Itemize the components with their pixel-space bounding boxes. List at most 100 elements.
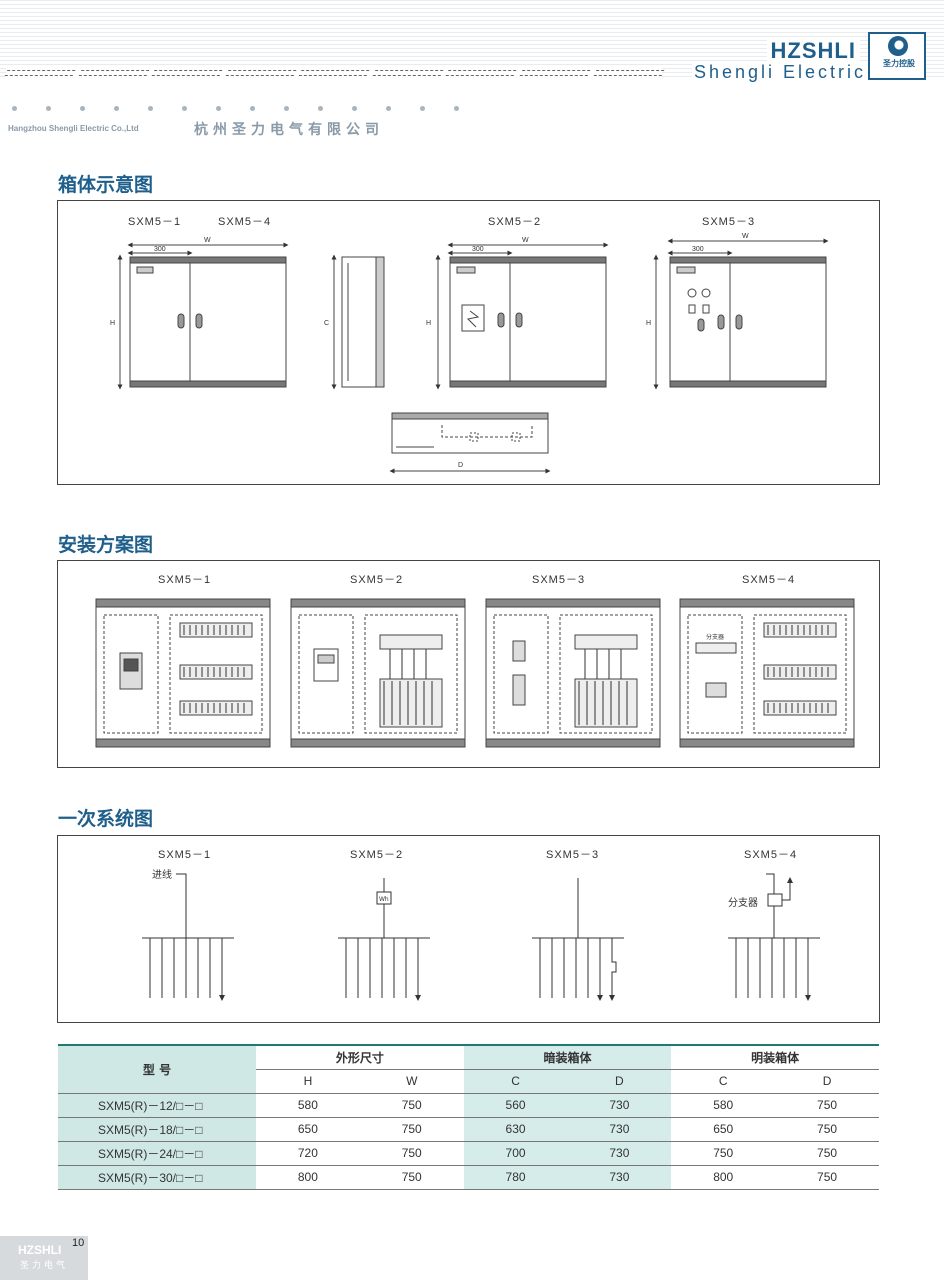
table-cell: 720 [256, 1141, 360, 1166]
brand-name: HZSHLI [766, 38, 860, 64]
dim-h-b: H [426, 320, 431, 327]
installation-diagram-panel: SXM5－1 SXM5－2 SXM5－3 SXM5－4 [57, 560, 880, 768]
table-cell: 650 [671, 1117, 776, 1142]
section-title-installation: 安装方案图 [58, 534, 154, 556]
system-label-sxm5-4: SXM5－4 [744, 849, 797, 861]
enclosure-diagram-panel: SXM5－1 SXM5－4 SXM5－2 SXM5－3 W 300 H C [57, 200, 880, 485]
install-splitter-label: 分支器 [706, 633, 724, 641]
table-cell: 750 [359, 1141, 464, 1166]
table-cell: 650 [256, 1117, 360, 1142]
label-sxm5-4: SXM5－4 [218, 216, 271, 228]
table-cell: 750 [775, 1117, 879, 1142]
single-line-sxm5-2 [338, 878, 430, 998]
dim-c: C [324, 320, 329, 327]
table-header-flush: 暗装箱体 [463, 1044, 672, 1070]
table-cell: 800 [671, 1165, 776, 1190]
section-title-enclosure: 箱体示意图 [58, 174, 154, 196]
table-cell: 750 [359, 1093, 464, 1118]
logo-mark-icon [888, 36, 908, 56]
system-splitter-label: 分支器 [728, 897, 758, 909]
table-cell: 750 [359, 1165, 464, 1190]
table-cell: 580 [671, 1093, 776, 1118]
dim-d: D [458, 462, 463, 469]
table-row: SXM5(R)－30/□－□ 800 750 780 730 800 750 [58, 1165, 879, 1190]
table-cell: 730 [567, 1165, 672, 1190]
header-dash-pattern [4, 68, 664, 78]
install-layout-sxm5-4 [679, 598, 855, 748]
table-row: SXM5(R)－24/□－□ 720 750 700 730 750 750 [58, 1141, 879, 1166]
table-cell: 630 [463, 1117, 568, 1142]
table-cell: 750 [359, 1117, 464, 1142]
dim-h-c: H [646, 320, 651, 327]
page-number: 10 [72, 1237, 85, 1249]
enclosure-diagram: SXM5－1 SXM5－4 SXM5－2 SXM5－3 W 300 H C [110, 216, 829, 474]
table-subheader: H [256, 1069, 360, 1094]
table-cell: 750 [775, 1093, 879, 1118]
table-cell: 750 [671, 1141, 776, 1166]
table-row: SXM5(R)－18/□－□ 650 750 630 730 650 750 [58, 1117, 879, 1142]
header-dots [12, 106, 459, 111]
table-cell: 730 [567, 1117, 672, 1142]
table-cell-model: SXM5(R)－18/□－□ [58, 1117, 256, 1142]
incoming-line-label: 进线 [152, 868, 172, 881]
install-layout-sxm5-2 [290, 598, 466, 748]
cabinet-side-view [331, 254, 385, 390]
install-label-sxm5-1: SXM5－1 [158, 574, 211, 586]
dim-w-b: W [522, 237, 529, 244]
install-label-sxm5-3: SXM5－3 [532, 574, 585, 586]
single-line-sxm5-3 [532, 878, 624, 998]
cabinet-front-sxm5-1 [117, 242, 289, 390]
table-cell-model: SXM5(R)－30/□－□ [58, 1165, 256, 1190]
install-label-sxm5-2: SXM5－2 [350, 574, 403, 586]
footer-brand: HZSHLI [18, 1243, 62, 1257]
label-sxm5-3: SXM5－3 [702, 216, 755, 228]
table-cell: 750 [775, 1165, 879, 1190]
table-subheader: C [671, 1069, 776, 1094]
installation-diagram: SXM5－1 SXM5－2 SXM5－3 SXM5－4 [95, 574, 855, 748]
cabinet-front-sxm5-3 [653, 238, 829, 390]
cabinet-front-sxm5-2 [435, 242, 609, 390]
table-row: SXM5(R)－12/□－□ 580 750 560 730 580 750 [58, 1093, 879, 1118]
table-subheader: C [463, 1069, 568, 1094]
table-cell: 730 [567, 1093, 672, 1118]
system-diagram: SXM5－1 SXM5－2 SXM5－3 SXM5－4 进线 Wh 分支器 [142, 849, 820, 1024]
system-label-sxm5-1: SXM5－1 [158, 849, 211, 861]
meter-label: Wh [379, 896, 389, 903]
table-cell: 780 [463, 1165, 568, 1190]
dim-h-a: H [110, 320, 115, 327]
dim-300-c: 300 [692, 246, 704, 253]
logo-text: 圣力控股 [883, 59, 915, 68]
single-line-sxm5-4 [728, 873, 820, 998]
dim-300-b: 300 [472, 246, 484, 253]
dim-300-a: 300 [154, 246, 166, 253]
table-cell: 560 [463, 1093, 568, 1118]
install-layout-sxm5-3 [485, 598, 661, 748]
table-subheader: D [775, 1069, 879, 1094]
footer-badge [0, 1236, 88, 1280]
table-cell: 730 [567, 1141, 672, 1166]
table-header-dimensions: 外形尺寸 [256, 1044, 464, 1070]
table-header-model: 型 号 [58, 1044, 256, 1094]
install-label-sxm5-4: SXM5－4 [742, 574, 795, 586]
table-cell: 800 [256, 1165, 360, 1190]
table-cell: 580 [256, 1093, 360, 1118]
system-diagram-panel: SXM5－1 SXM5－2 SXM5－3 SXM5－4 进线 Wh 分支器 [57, 835, 880, 1023]
company-name-en: Hangzhou Shengli Electric Co.,Ltd [8, 124, 139, 133]
table-cell-model: SXM5(R)－12/□－□ [58, 1093, 256, 1118]
cabinet-top-view [389, 412, 551, 474]
system-label-sxm5-2: SXM5－2 [350, 849, 403, 861]
single-line-sxm5-1 [142, 873, 234, 998]
footer-brand-cn: 圣力电气 [20, 1261, 69, 1271]
dim-w-a: W [204, 237, 211, 244]
table-cell-model: SXM5(R)－24/□－□ [58, 1141, 256, 1166]
install-layout-sxm5-1 [95, 598, 271, 748]
section-title-system: 一次系统图 [58, 808, 154, 830]
label-sxm5-2: SXM5－2 [488, 216, 541, 228]
table-subheader: W [359, 1069, 464, 1094]
table-cell: 750 [775, 1141, 879, 1166]
company-logo: 圣力控股 [868, 32, 926, 80]
table-subheader: D [567, 1069, 672, 1094]
system-label-sxm5-3: SXM5－3 [546, 849, 599, 861]
company-name-cn: 杭州圣力电气有限公司 [194, 122, 384, 138]
spec-table: 型 号 外形尺寸 暗装箱体 明装箱体 H W C D C D SXM5(R)－1… [58, 1044, 879, 1190]
